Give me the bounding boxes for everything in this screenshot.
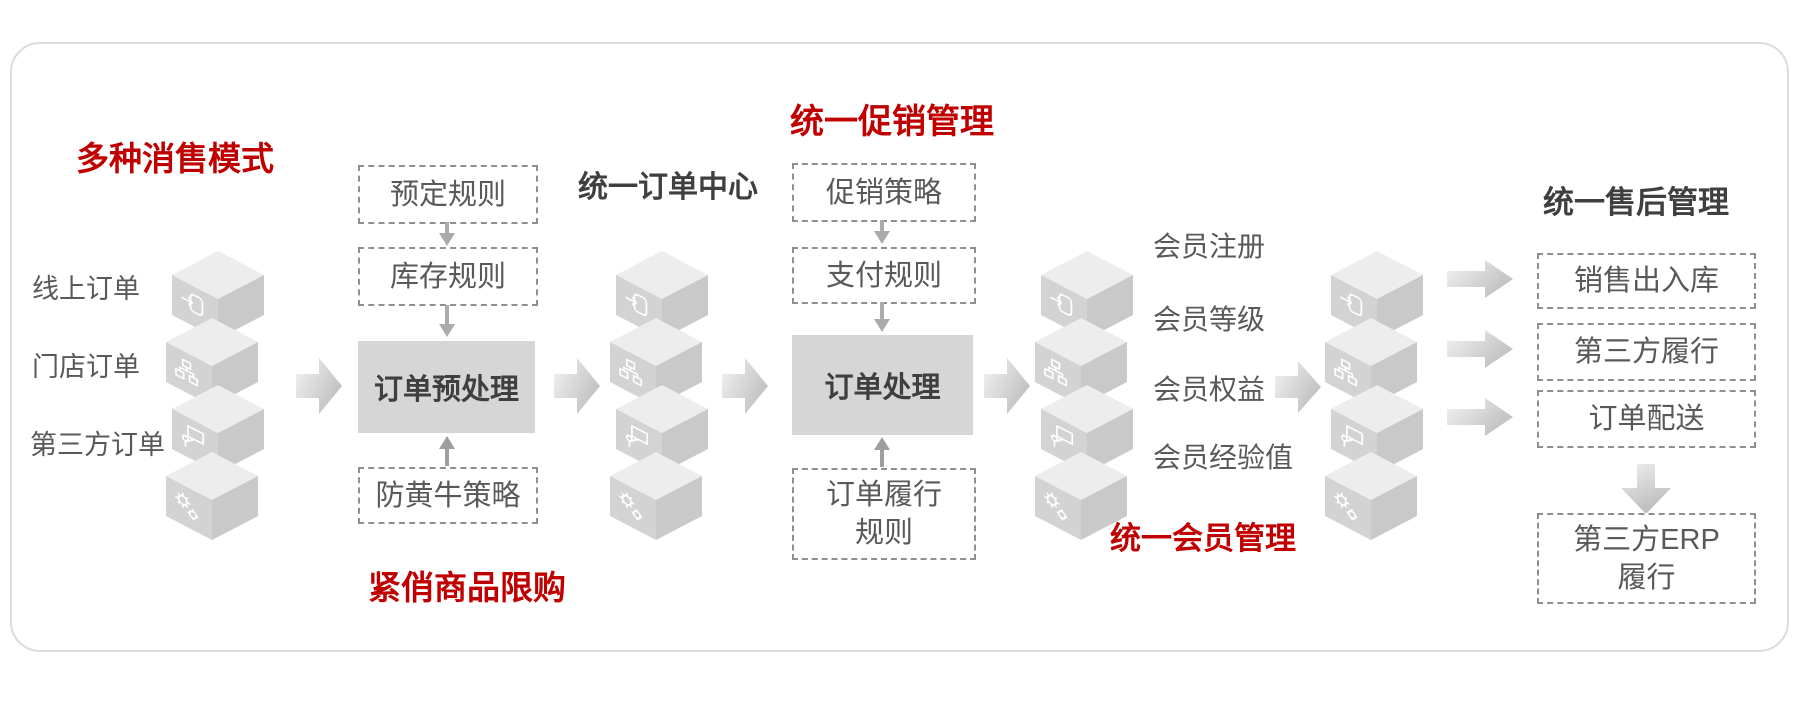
inventory-rule-box: 库存规则 xyxy=(358,247,538,306)
promotion-strategy-box: 促销策略 xyxy=(792,163,976,222)
arrow-down-icon xyxy=(874,220,890,244)
order-source-online-label: 线上订单 xyxy=(32,274,140,304)
org-flow-icon xyxy=(1334,358,1358,387)
arrow-down-icon xyxy=(439,305,455,337)
presenter-board-icon xyxy=(182,425,205,447)
member-rights-label: 会员权益 xyxy=(1153,374,1266,405)
flow-arrow-right-icon xyxy=(1447,398,1513,436)
flow-arrow-right-icon xyxy=(1447,330,1513,368)
gears-icon xyxy=(619,492,643,521)
cube-block xyxy=(166,452,258,540)
fulfillment-rule-line2: 规则 xyxy=(854,517,913,549)
cube-block xyxy=(610,452,702,540)
order-preprocess-box: 订单预处理 xyxy=(358,341,535,433)
after-sales-title: 统一售后管理 xyxy=(1543,185,1729,220)
sales-modes-title: 多种消售模式 xyxy=(76,140,274,177)
member-title: 统一会员管理 xyxy=(1110,521,1296,556)
payment-rule-box: 支付规则 xyxy=(792,247,976,304)
login-arrow-icon xyxy=(625,293,648,317)
presenter-board-icon xyxy=(1341,425,1364,447)
flow-arrow-down-icon xyxy=(1621,464,1671,514)
arrow-up-icon xyxy=(439,436,455,466)
gears-icon xyxy=(1044,492,1068,521)
thirdparty-fulfillment-box: 第三方履行 xyxy=(1537,323,1756,381)
org-flow-icon xyxy=(1044,358,1068,387)
gears-icon xyxy=(175,492,199,521)
member-level-label: 会员等级 xyxy=(1153,304,1266,335)
order-delivery-box: 订单配送 xyxy=(1537,390,1756,448)
sales-warehouse-box: 销售出入库 xyxy=(1537,253,1756,309)
scarce-goods-limit-note: 紧俏商品限购 xyxy=(368,569,566,606)
cube-block xyxy=(1325,318,1417,406)
flow-arrow-right-icon xyxy=(1447,260,1513,298)
thirdparty-erp-line1: 第三方ERP xyxy=(1573,523,1720,556)
org-flow-icon xyxy=(175,358,199,387)
cube-block xyxy=(172,251,264,339)
flow-arrow-right-icon xyxy=(722,358,768,414)
order-source-thirdparty-label: 第三方订单 xyxy=(30,430,165,460)
arrow-up-icon xyxy=(874,437,890,467)
flow-arrow-right-icon xyxy=(984,358,1030,414)
order-process-box: 订单处理 xyxy=(792,335,973,435)
flow-arrow-right-icon xyxy=(1275,361,1321,413)
org-flow-icon xyxy=(619,358,643,387)
thirdparty-erp-line2: 履行 xyxy=(1617,561,1676,594)
member-register-label: 会员注册 xyxy=(1153,231,1266,262)
thirdparty-erp-box: 第三方ERP 履行 xyxy=(1537,513,1756,604)
presenter-board-icon xyxy=(1051,425,1074,447)
cube-block xyxy=(1041,251,1133,339)
order-source-store-label: 门店订单 xyxy=(32,352,140,382)
reservation-rule-box: 预定规则 xyxy=(358,165,538,224)
login-arrow-icon xyxy=(181,293,204,317)
cube-stack-sales-channels xyxy=(164,249,276,545)
login-arrow-icon xyxy=(1050,293,1073,317)
cube-stack-order-center xyxy=(608,249,720,545)
promotion-title: 统一促销管理 xyxy=(790,103,994,141)
cube-block xyxy=(1035,318,1127,406)
member-experience-label: 会员经验值 xyxy=(1153,442,1294,473)
presenter-board-icon xyxy=(626,425,649,447)
cube-block xyxy=(1035,452,1127,540)
flow-arrow-right-icon xyxy=(554,358,600,414)
arrow-down-icon xyxy=(874,302,890,332)
flow-arrow-right-icon xyxy=(296,358,342,414)
cube-block xyxy=(1325,452,1417,540)
cube-stack-member-right xyxy=(1323,249,1435,545)
cube-stack-member-left xyxy=(1033,249,1145,545)
fulfillment-rule-line1: 订单履行 xyxy=(825,479,942,511)
gears-icon xyxy=(1334,492,1358,521)
order-center-title: 统一订单中心 xyxy=(578,171,758,204)
cube-block xyxy=(610,318,702,406)
arrow-down-icon xyxy=(439,222,455,246)
anti-scalper-rule-box: 防黄牛策略 xyxy=(358,467,538,524)
fulfillment-rule-box: 订单履行 规则 xyxy=(792,468,976,560)
cube-block xyxy=(616,385,708,473)
login-arrow-icon xyxy=(1340,293,1363,317)
